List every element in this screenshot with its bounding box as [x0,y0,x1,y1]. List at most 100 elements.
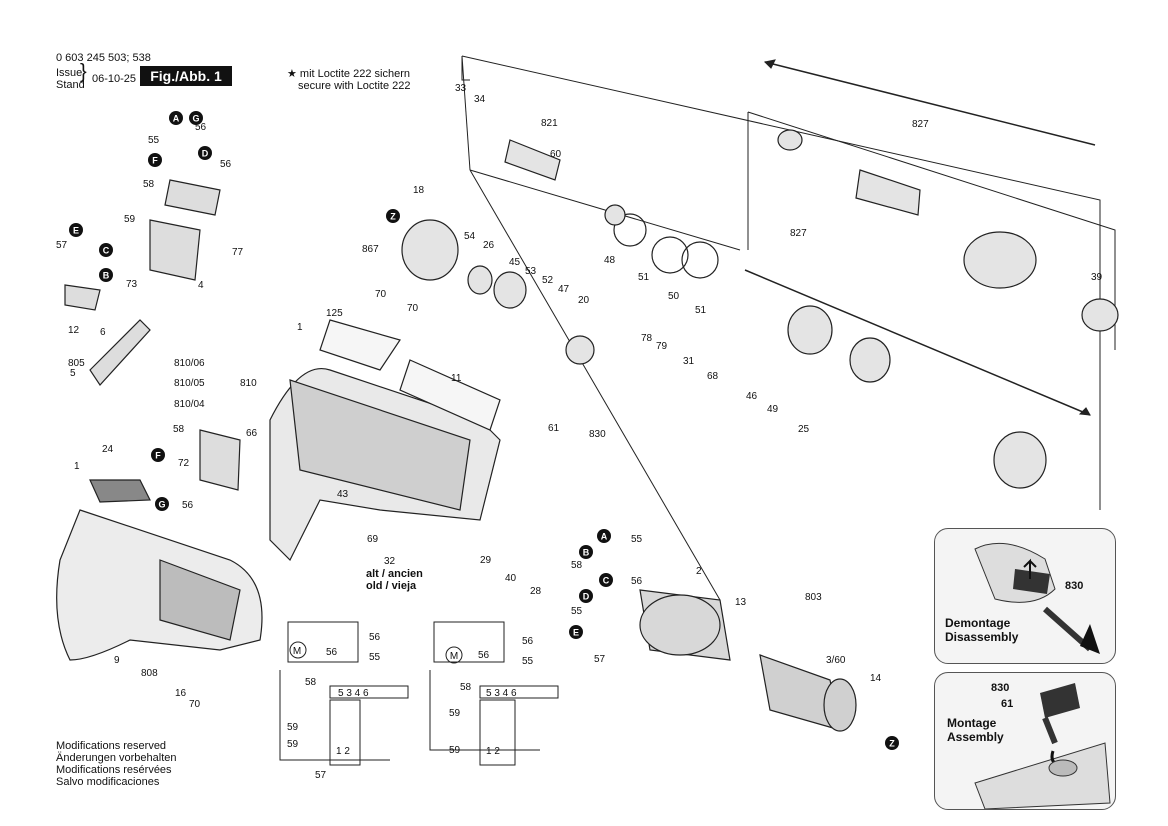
callout-circle [155,497,169,511]
callout-circle [599,573,613,587]
callout-circle [169,111,183,125]
assembly-inset: 830 61 Montage Assembly [934,672,1116,810]
part-label: 5 [70,368,76,379]
part-label: 9 [114,655,120,666]
part-label: 49 [767,404,779,415]
part-label: 14 [870,673,882,684]
part-label: 47 [558,284,570,295]
part-label: 46 [746,391,758,402]
part-label: 68 [707,371,719,382]
part-label: 54 [464,231,476,242]
part-label: 20 [578,295,590,306]
part-label: 24 [102,444,114,455]
part-label: 810/05 [174,378,205,389]
part-label: 58 [143,179,155,190]
part-label: 28 [530,586,542,597]
part-label: 78 [641,333,653,344]
loctite-note-de: mit Loctite 222 sichern [299,68,410,80]
part-label: 16 [175,688,187,699]
callout-letter: F [155,451,161,461]
part-label: 45 [509,257,521,268]
callout-letter: G [192,114,199,124]
part-label: 70 [375,289,387,300]
part-label: 830 [589,429,606,440]
part-label: 31 [683,356,695,367]
callout-letter: E [73,226,79,236]
part-label: 12 [68,325,80,336]
modifications-fr: Modifications resérvées [56,764,172,776]
part-label: 55 [571,606,583,617]
part-label: 50 [668,291,680,302]
part-label: 39 [1091,272,1103,283]
part-label: 810 [240,378,257,389]
callout-letter: A [601,532,608,542]
part-label: 827 [790,228,807,239]
part-label: 72 [178,458,190,469]
part-label: 4 [198,280,204,291]
terminals-2: 5 3 4 6 [486,688,517,699]
part-label: 52 [542,275,554,286]
part-label: 57 [594,654,606,665]
motor-symbol-1: M [293,646,301,657]
part-label: 867 [362,244,379,255]
disassembly-inset: 830 Demontage Disassembly [934,528,1116,664]
part-label: 55 [522,656,534,667]
issue-label: Issue [56,67,83,79]
part-label: 55 [631,534,643,545]
part-label: 59 [287,739,299,750]
part-label: 56 [478,650,490,661]
issue-date: 06-10-25 [92,73,137,85]
part-label: 55 [148,135,160,146]
callout-letter: G [158,500,165,510]
assembly-illustration: 830 61 Montage Assembly [947,682,1111,809]
part-label: 59 [449,745,461,756]
part-label: 70 [407,303,419,314]
part-label: 34 [474,94,486,105]
callout-circle [148,153,162,167]
alt-note-line1: alt / ancien [366,568,423,580]
callout-circle [569,625,583,639]
part-label: 70 [189,699,201,710]
part-label: 58 [460,682,472,693]
part-label: 40 [505,573,517,584]
modifications-es: Salvo modificaciones [56,776,160,788]
part-label: 59 [449,708,461,719]
part-label: 56 [326,647,338,658]
part-label: 810/04 [174,399,205,410]
disassembly-title-de: Demontage [945,616,1011,630]
disassembly-title-en: Disassembly [945,630,1019,644]
loctite-note-line1: ★ mit Loctite 222 sichern [287,68,410,80]
part-label: 58 [305,677,317,688]
callout-circle [885,736,899,750]
part-label: 803 [805,592,822,603]
part-label: 58 [571,560,583,571]
callout-letter: Z [889,739,895,749]
part-label: 56 [522,636,534,647]
part-label: 48 [604,255,616,266]
callout-letter: A [173,114,180,124]
alt-note-line2: old / vieja [366,580,417,592]
part-label: 827 [912,119,929,130]
part-label: 821 [541,118,558,129]
part-label: 58 [173,424,185,435]
part-label: 57 [315,770,327,781]
part-label: 66 [246,428,258,439]
callout-letter: F [152,156,158,166]
part-label: 61 [548,423,560,434]
part-label: 59 [124,214,136,225]
part-label: 57 [56,240,68,251]
part-label: 805 [68,358,85,369]
part-label: 51 [695,305,707,316]
part-label: 56 [220,159,232,170]
brace: } [80,61,87,83]
callout-circle [151,448,165,462]
terminals-1: 5 3 4 6 [338,688,369,699]
stand-label: Stand [56,79,85,91]
modifications-en: Modifications reserved [56,740,167,752]
modifications-de: Änderungen vorbehalten [56,752,177,764]
switch-1: 1 2 [336,746,350,757]
assembly-title-en: Assembly [947,730,1004,744]
part-label: 56 [631,576,643,587]
callout-circle [99,243,113,257]
